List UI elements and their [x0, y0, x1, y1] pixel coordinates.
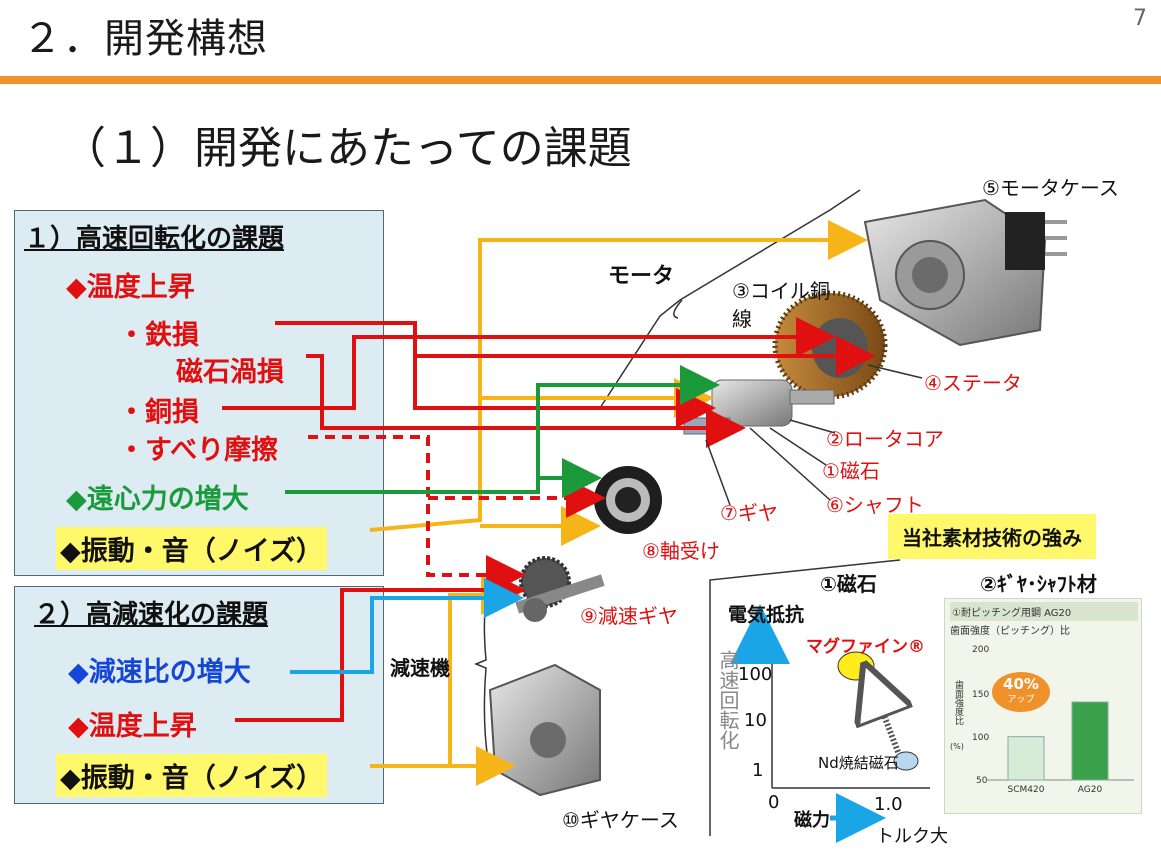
issue-temperature: ◆温度上昇	[66, 272, 195, 303]
motor-bracket	[599, 189, 861, 409]
reducer-bracket	[473, 571, 489, 761]
gear-badge: 40% アップ	[992, 672, 1050, 712]
gear-section-title: ②ｷﾞﾔ･ｼｬﾌﾄ材	[980, 572, 1097, 596]
nd-sintered-label: Nd焼結磁石	[818, 754, 899, 772]
magnet-x-tick-0: 0	[768, 792, 780, 813]
issue-noise-2: ◆振動・音（ノイズ）	[56, 754, 327, 797]
strength-badge: 当社素材技術の強み	[888, 514, 1096, 559]
label-gear: ⑦ギヤ	[720, 501, 778, 525]
label-motor-case: ⑤モータケース	[982, 176, 1119, 200]
label-reduction-gear: ⑨減速ギヤ	[580, 604, 678, 628]
issue-iron-loss: ・鉄損	[118, 320, 199, 351]
issue-noise-1: ◆振動・音（ノイズ）	[56, 527, 327, 570]
motor-label: モータ	[608, 264, 675, 289]
magnet-x-label: 磁力	[794, 810, 830, 831]
page-number: 7	[1133, 6, 1147, 31]
issue-centrifugal-force: ◆遠心力の増大	[66, 484, 249, 515]
issue-sliding-friction: ・すべり摩擦	[118, 435, 279, 466]
gear-chart-subheader: 歯面強度（ピッチング）比	[950, 626, 1070, 637]
magnet-tick-10: 10	[744, 710, 767, 731]
gear-badge-percent: 40%	[1003, 675, 1039, 693]
label-coil-copper-1: ③コイル銅	[732, 279, 830, 303]
magfine-label: マグファイン®	[806, 637, 925, 657]
panel-high-speed-title: １）高速回転化の課題	[24, 224, 285, 254]
gear-chart-ylabel: 歯面強度比	[953, 680, 963, 725]
reduction-gear-part	[515, 556, 605, 622]
magnet-chart	[730, 604, 930, 843]
gear-bar-chart: SCM420 AG20	[986, 701, 1134, 795]
gear-case-part	[488, 663, 601, 797]
gear-badge-text: アップ	[1007, 695, 1035, 705]
label-rotor-core: ②ロータコア	[826, 427, 944, 451]
label-stator: ④ステータ	[924, 371, 1022, 395]
stator-part	[772, 290, 888, 400]
gear-tick-100: 100	[972, 733, 990, 743]
gear-tick-50: 50	[976, 776, 988, 786]
gear-category-label: SCM420	[1008, 785, 1045, 795]
bearing-part	[594, 466, 662, 534]
magnet-x-label-torque: トルク大	[876, 826, 948, 847]
motor-case-part	[863, 198, 1067, 347]
reducer-label: 減速機	[390, 656, 450, 680]
panel-high-reduction-title: ２）高減速化の課題	[34, 600, 269, 630]
label-bearing: ⑧軸受け	[642, 539, 720, 563]
section-subtitle: （１）開発にあたっての課題	[62, 123, 632, 174]
label-coil-copper-2: 線	[732, 307, 752, 331]
magnet-y-top-label: 電気抵抗	[728, 604, 805, 626]
magnet-y-label: 高速回転化	[716, 650, 740, 750]
issue-temperature-2: ◆温度上昇	[68, 711, 197, 742]
magnet-tick-1: 1	[752, 760, 764, 781]
magnet-section-title: ①磁石	[820, 572, 877, 596]
title-divider	[0, 76, 1161, 84]
gear-bar-scm420	[1007, 736, 1045, 781]
label-shaft: ⑥シャフト	[826, 493, 924, 517]
label-magnet: ①磁石	[822, 459, 880, 483]
magnet-tick-100: 100	[738, 664, 773, 685]
issue-copper-loss: ・銅損	[118, 397, 199, 428]
slide-title: ２．開発構想	[22, 16, 268, 62]
issue-magnet-eddy-loss: 磁石渦損	[176, 357, 284, 388]
gear-tick-200: 200	[972, 645, 990, 655]
gear-tick-150: 150	[972, 690, 990, 700]
label-gear-case: ⑩ギヤケース	[562, 808, 679, 832]
gear-chart-header: ①耐ピッチング用鋼 AG20	[950, 602, 1138, 621]
gear-bar-ag20	[1071, 701, 1109, 781]
issue-reduction-ratio: ◆減速比の増大	[68, 657, 251, 688]
gear-chart-yunit: (%)	[950, 742, 964, 751]
magnet-x-tick-1: 1.0	[874, 794, 903, 815]
gear-category-label: AG20	[1078, 785, 1103, 795]
